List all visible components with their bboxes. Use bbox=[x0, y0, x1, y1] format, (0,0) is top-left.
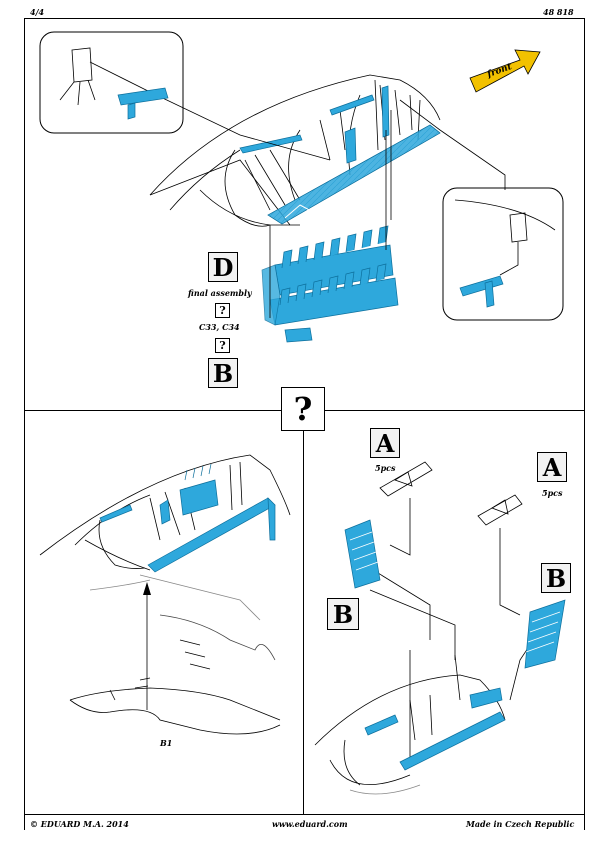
question-mark-box-2: ? bbox=[215, 338, 230, 353]
step-question-box: ? bbox=[281, 387, 325, 431]
footer-rule bbox=[24, 814, 585, 815]
page-number: 4/4 bbox=[30, 7, 45, 17]
footer-copyright: © EDUARD M.A. 2014 bbox=[30, 819, 129, 829]
footer-website[interactable]: www.eduard.com bbox=[272, 819, 348, 829]
step-letter-d: D bbox=[208, 252, 238, 282]
kit-number: 48 818 bbox=[543, 7, 574, 17]
page-outer-frame bbox=[24, 18, 585, 830]
top-assembly-drawing bbox=[149, 74, 441, 227]
top-blue-parts bbox=[239, 85, 441, 225]
step-letter-a-left: A bbox=[370, 428, 400, 458]
detail-callout-left bbox=[39, 31, 184, 134]
part-label-b1: B1 bbox=[160, 738, 173, 748]
count-label-right: 5pcs bbox=[542, 488, 563, 498]
step-letter-b-top: B bbox=[208, 358, 238, 388]
count-label-left: 5pcs bbox=[375, 463, 396, 473]
step-letter-b-left: B bbox=[327, 598, 359, 630]
question-mark-box-1: ? bbox=[215, 303, 230, 318]
bottom-right-blue-parts bbox=[344, 519, 566, 771]
front-arrow-icon bbox=[469, 49, 541, 93]
final-assembly-label: final assembly bbox=[188, 288, 252, 298]
parts-label: C33, C34 bbox=[199, 322, 240, 332]
footer-origin: Made in Czech Republic bbox=[466, 819, 575, 829]
blue-ammo-trays bbox=[261, 225, 399, 343]
vertical-divider bbox=[303, 410, 304, 814]
bottom-left-blue-parts bbox=[99, 463, 276, 573]
step-letter-a-right: A bbox=[537, 452, 567, 482]
step-letter-b-right: B bbox=[541, 563, 571, 593]
bottom-left-drawing bbox=[39, 454, 291, 735]
